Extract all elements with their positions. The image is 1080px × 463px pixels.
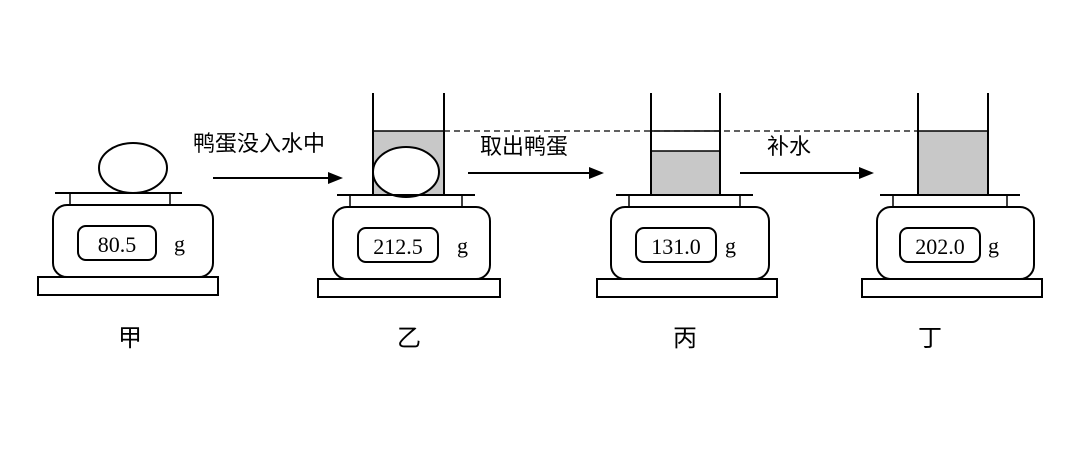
water [650,150,721,196]
scale-base [861,278,1043,298]
scale-display [899,227,981,263]
step-label: 鸭蛋没入水中 [193,132,325,157]
scale-reading: 202.0 [915,234,965,259]
scale-unit: g [457,233,468,258]
scale-display [635,227,717,263]
scale-unit: g [725,233,736,258]
station-label: 乙 [397,324,421,352]
scale-reading: 212.5 [373,234,423,259]
water [917,130,989,196]
duck-egg [98,142,168,194]
scale-base [37,276,219,296]
station-jia: 80.5 g 甲 [37,142,219,352]
scale-reading: 131.0 [651,234,701,259]
step-arrow-1: 鸭蛋没入水中 [193,132,343,184]
scale-base [317,278,501,298]
station-label: 丙 [673,324,697,352]
arrow-head [589,167,604,179]
scale-display [77,225,157,261]
station-label: 甲 [118,324,142,352]
scale-unit: g [174,231,185,256]
scale-unit: g [988,233,999,258]
step-label: 补水 [767,135,811,160]
station-ding: 202.0 g 丁 [861,93,1043,352]
scale-display [357,227,439,263]
duck-egg [372,146,440,198]
arrow-head [328,172,343,184]
station-yi: 212.5 g 乙 [317,93,501,352]
step-label: 取出鸭蛋 [480,135,568,160]
arrow-head [859,167,874,179]
step-arrow-2: 取出鸭蛋 [468,135,604,179]
station-label: 丁 [918,324,942,352]
scale-reading: 80.5 [98,232,137,257]
step-arrow-3: 补水 [740,135,874,179]
scale-base [596,278,778,298]
station-bing: 131.0 g 丙 [596,93,778,352]
